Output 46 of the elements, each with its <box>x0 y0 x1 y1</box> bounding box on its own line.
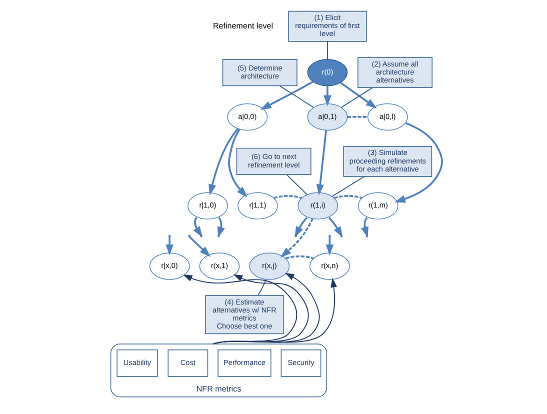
node-ellipse: r(0) <box>307 58 348 86</box>
arrow <box>326 236 334 256</box>
node-ellipse: a|0,0) <box>227 103 268 131</box>
node-box: Usability <box>116 350 158 377</box>
node-box: (5) Determine architecture <box>222 58 298 86</box>
connector <box>279 85 314 108</box>
node-box: (4) Estimate alternatives w/ NFR metrics Choose best one <box>205 295 284 334</box>
node-box: Security <box>280 350 322 377</box>
node-ellipse: r|1,0) <box>188 192 228 220</box>
node-ellipse: a|0,l) <box>367 103 408 131</box>
arrow <box>280 218 314 258</box>
connector <box>340 87 373 108</box>
node-box: Cost <box>168 350 208 377</box>
arrow <box>340 82 377 109</box>
node-box: (6) Go to next refinement level <box>236 148 312 175</box>
node-box: Performance <box>218 350 272 377</box>
connector <box>285 255 314 260</box>
label: Refinement level <box>212 21 274 30</box>
node-ellipse: r(x,j) <box>249 252 290 280</box>
connector <box>258 278 267 296</box>
arrow <box>208 128 238 196</box>
connector <box>326 40 328 60</box>
node-ellipse: a|0,1) <box>307 103 348 131</box>
arrow <box>324 86 332 106</box>
node-ellipse: r(1,m) <box>358 192 398 220</box>
arrow <box>228 128 248 198</box>
arrow <box>316 130 327 196</box>
connector <box>332 176 365 197</box>
node-ellipse: r(x,n) <box>309 252 350 280</box>
node-ellipse: r|1,1) <box>238 192 278 220</box>
node-box: (3) Simulate proceeding refinements for each alternative <box>343 146 432 177</box>
arrow <box>394 122 443 203</box>
node-ellipse: r(1,i) <box>298 192 338 220</box>
connector <box>334 195 362 199</box>
connector <box>347 116 368 118</box>
arrow <box>182 274 298 344</box>
node-box: (1) Elicit requirements of first level <box>288 10 367 42</box>
node-box: (2) Assume all architecture alternatives <box>358 57 432 88</box>
connector <box>286 174 308 195</box>
arrow <box>166 236 174 256</box>
arrow <box>188 236 211 257</box>
arrow <box>260 80 314 110</box>
node-ellipse: r|x,0) <box>149 252 190 280</box>
arrow <box>212 278 338 344</box>
connector <box>274 195 302 199</box>
node-ellipse: r(x,1) <box>199 252 240 280</box>
